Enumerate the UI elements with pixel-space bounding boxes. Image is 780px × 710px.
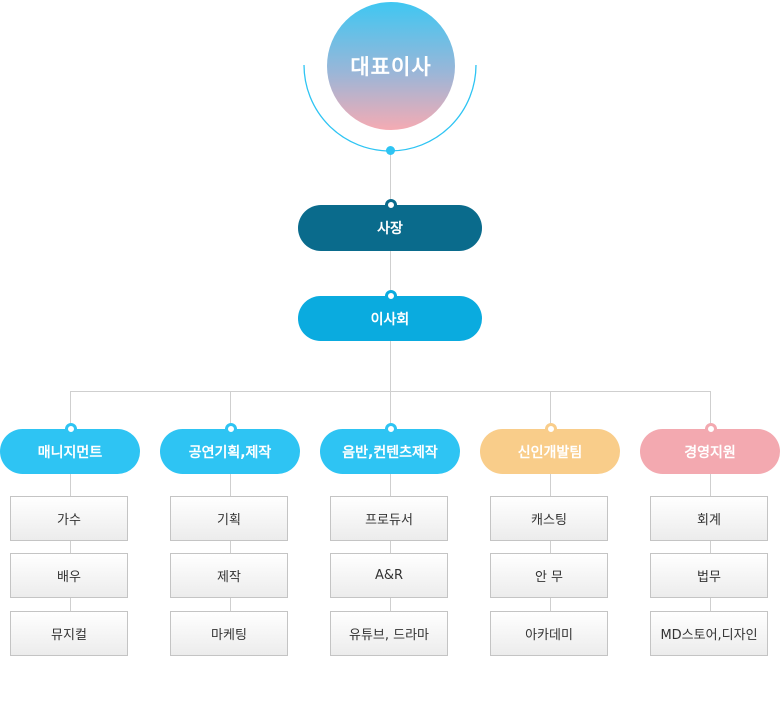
department-label: 신인개발팀 <box>518 442 582 462</box>
sub-item-box: 뮤지컬 <box>10 611 128 656</box>
sub-item-label: 아카데미 <box>525 624 573 643</box>
president-node: 사장 <box>298 205 482 251</box>
sub-item-box: 프로듀서 <box>330 496 448 541</box>
sub-item-box: MD스토어,디자인 <box>650 611 768 656</box>
department-dot <box>705 423 717 435</box>
sub-item-box: A&R <box>330 553 448 598</box>
sub-item-box: 안 무 <box>490 553 608 598</box>
sub-item-label: 제작 <box>217 566 241 585</box>
sub-item-box: 배우 <box>10 553 128 598</box>
ceo-node: 대표이사 <box>327 2 455 130</box>
sub-item-label: 마케팅 <box>211 624 247 643</box>
sub-item-label: 가수 <box>57 509 81 528</box>
sub-item-box: 회계 <box>650 496 768 541</box>
sub-item-label: 회계 <box>697 509 721 528</box>
sub-item-box: 마케팅 <box>170 611 288 656</box>
president-label: 사장 <box>377 218 403 238</box>
department-dot <box>65 423 77 435</box>
connector-down <box>390 341 391 391</box>
department-dot <box>225 423 237 435</box>
department-label: 음반,컨텐츠제작 <box>342 442 437 462</box>
department-album-content: 음반,컨텐츠제작 <box>320 429 460 474</box>
department-performance: 공연기획,제작 <box>160 429 300 474</box>
department-dot <box>545 423 557 435</box>
ceo-connector-dot <box>386 146 395 155</box>
sub-item-label: A&R <box>375 568 403 583</box>
department-new-talent: 신인개발팀 <box>480 429 620 474</box>
board-dot <box>385 290 397 302</box>
ceo-label: 대표이사 <box>350 51 431 81</box>
connector-top <box>390 151 391 205</box>
sub-item-box: 기획 <box>170 496 288 541</box>
sub-item-box: 가수 <box>10 496 128 541</box>
sub-item-label: 유튜브, 드라마 <box>349 624 429 643</box>
department-business-support: 경영지원 <box>640 429 780 474</box>
department-dot <box>385 423 397 435</box>
sub-item-label: 배우 <box>57 566 81 585</box>
sub-item-label: 프로듀서 <box>365 509 413 528</box>
department-label: 매니지먼트 <box>38 442 102 462</box>
sub-item-label: 기획 <box>217 509 241 528</box>
department-label: 경영지원 <box>684 442 736 462</box>
sub-item-label: 캐스팅 <box>531 509 567 528</box>
department-label: 공연기획,제작 <box>189 442 272 462</box>
sub-item-label: MD스토어,디자인 <box>660 624 757 643</box>
sub-item-box: 법무 <box>650 553 768 598</box>
sub-item-label: 안 무 <box>535 566 563 585</box>
board-label: 이사회 <box>371 309 410 329</box>
sub-item-box: 아카데미 <box>490 611 608 656</box>
sub-item-box: 유튜브, 드라마 <box>330 611 448 656</box>
sub-item-label: 법무 <box>697 566 721 585</box>
sub-item-box: 캐스팅 <box>490 496 608 541</box>
sub-item-box: 제작 <box>170 553 288 598</box>
department-management: 매니지먼트 <box>0 429 140 474</box>
president-dot <box>385 199 397 211</box>
sub-item-label: 뮤지컬 <box>51 624 87 643</box>
board-node: 이사회 <box>298 296 482 341</box>
